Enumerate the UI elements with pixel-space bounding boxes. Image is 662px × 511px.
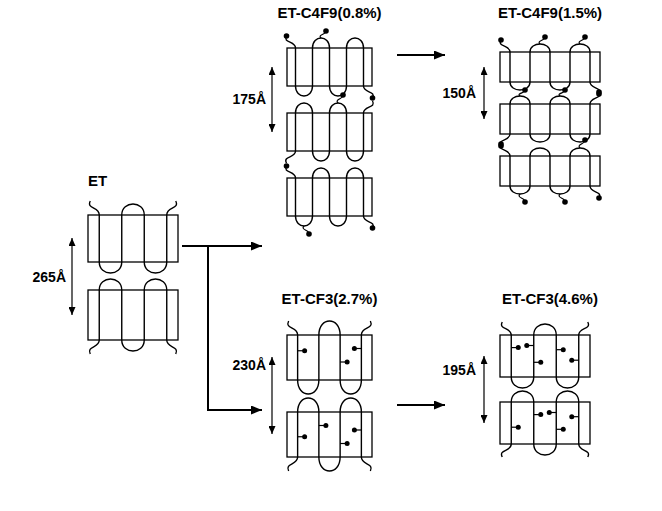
sample-title: ET-C4F9(0.8%) xyxy=(277,4,381,22)
polymer-chain xyxy=(286,36,374,98)
spacing-dimension: 150Å xyxy=(443,85,476,101)
fluoro-end-group xyxy=(284,163,290,169)
structure-panel: ET-C4F9(0.8%) xyxy=(262,4,397,256)
polymer-chain xyxy=(501,391,588,457)
lamella-crystal xyxy=(287,335,372,380)
lamella-crystal xyxy=(88,215,178,262)
cf3-group xyxy=(323,423,328,428)
sample-title: ET-C4F9(1.5%) xyxy=(498,4,602,22)
fluoro-end-group xyxy=(596,195,602,201)
dimension-arrow xyxy=(483,356,484,423)
polymer-chain xyxy=(89,201,176,273)
cf3-group xyxy=(302,434,307,439)
cf3-group xyxy=(302,348,307,353)
c4f9-high-structure xyxy=(484,34,602,205)
cf3-group xyxy=(352,346,357,351)
spacing-dimension: 265Å xyxy=(33,269,66,285)
fluoro-end-group xyxy=(596,89,602,95)
fluoro-end-group xyxy=(582,137,588,143)
fluoro-end-group xyxy=(323,28,329,34)
polymer-chain xyxy=(500,92,600,146)
cf3-group xyxy=(538,412,543,417)
polymer-chain xyxy=(288,321,371,394)
cf3-group xyxy=(561,347,566,352)
spacing-dimension: 230Å xyxy=(233,357,266,373)
polymer-chain xyxy=(286,101,374,163)
fluoro-end-group xyxy=(562,87,568,93)
cf3-high-structure xyxy=(484,322,590,457)
structure-panel: ET xyxy=(58,172,182,377)
transition-arrow xyxy=(397,54,445,56)
polymer-chain xyxy=(288,398,371,471)
fluoro-end-group xyxy=(582,34,588,40)
dimension-arrow xyxy=(71,238,72,315)
cf3-group xyxy=(538,360,543,365)
cf3-group xyxy=(345,441,350,446)
polymer-chain xyxy=(500,40,600,94)
cf3-group xyxy=(524,343,529,348)
c4f9-low-structure xyxy=(272,28,375,237)
dimension-arrow xyxy=(271,357,272,434)
fluoro-end-group xyxy=(306,231,312,237)
fluoro-end-group xyxy=(340,92,346,98)
structure-panel: ET-CF3(2.7%) xyxy=(262,290,397,505)
cf3-group xyxy=(516,425,521,430)
polymer-chain xyxy=(286,166,374,228)
polymer-chain xyxy=(500,144,600,198)
dimension-arrow xyxy=(483,67,484,119)
sample-title: ET xyxy=(88,172,107,190)
lamella-crystal xyxy=(88,290,178,340)
et-structure xyxy=(72,201,178,354)
polymer-chain xyxy=(501,322,588,388)
fluoro-end-group xyxy=(370,95,376,101)
spacing-dimension: 175Å xyxy=(233,91,266,107)
fluoro-end-group xyxy=(498,37,504,43)
cf3-group xyxy=(352,428,357,433)
lamella-crystal xyxy=(500,402,590,444)
cf3-low-structure xyxy=(272,321,372,471)
structure-panel: ET-C4F9(1.5%) xyxy=(445,4,655,256)
fluoro-end-group xyxy=(370,225,376,231)
cf3-group xyxy=(561,427,566,432)
cf3-group xyxy=(516,345,521,350)
lamella-crystal xyxy=(287,412,372,457)
fluoro-end-group xyxy=(498,141,504,147)
spacing-dimension: 195Å xyxy=(443,362,476,378)
transition-arrow xyxy=(182,246,262,410)
dimension-arrow xyxy=(271,67,272,132)
fluoro-end-group xyxy=(562,199,568,205)
cf3-group xyxy=(569,358,574,363)
sample-title: ET-CF3(2.7%) xyxy=(282,290,378,308)
cf3-group xyxy=(569,414,574,419)
structure-panel: ET-CF3(4.6%) xyxy=(445,290,655,505)
fluoro-end-group xyxy=(522,87,528,93)
lamella-crystal xyxy=(500,335,590,377)
cf3-group xyxy=(345,360,350,365)
fluoro-end-group xyxy=(522,199,528,205)
sample-title: ET-CF3(4.6%) xyxy=(502,290,598,308)
fluoro-end-group xyxy=(542,34,548,40)
cf3-group xyxy=(547,410,552,415)
fluoro-end-group xyxy=(284,33,290,39)
transition-arrow xyxy=(397,404,445,406)
polymer-chain xyxy=(89,279,176,354)
